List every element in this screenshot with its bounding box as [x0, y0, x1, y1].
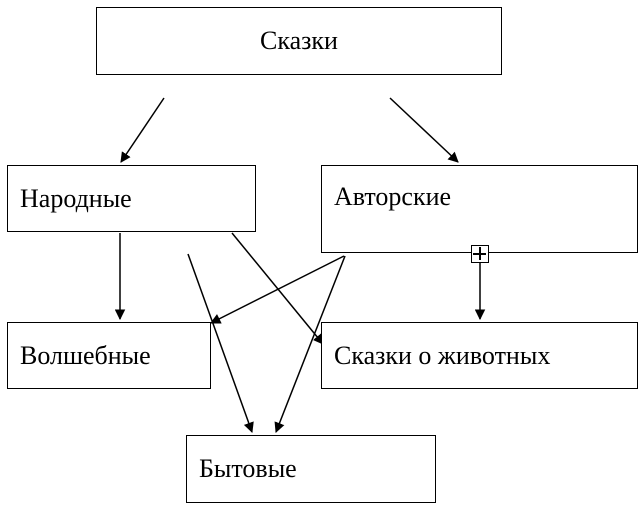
arrow-author-to-magic: [210, 255, 345, 324]
node-animal-label: Сказки о животных: [334, 340, 551, 370]
arrow-folk-to-animal: [231, 232, 324, 345]
node-folk[interactable]: Народные: [7, 165, 256, 232]
arrow-root-to-folk: [120, 97, 165, 163]
arrow-root-to-author: [389, 97, 459, 163]
connector-move-handle-icon[interactable]: [471, 245, 489, 263]
node-root[interactable]: Сказки: [96, 7, 502, 75]
node-animal[interactable]: Сказки о животных: [321, 322, 638, 389]
node-author-label: Авторские: [334, 182, 452, 211]
node-magic[interactable]: Волшебные: [7, 322, 211, 389]
node-magic-label: Волшебные: [20, 340, 151, 370]
node-household[interactable]: Бытовые: [186, 435, 436, 503]
node-folk-label: Народные: [20, 183, 132, 213]
node-root-label: Сказки: [260, 26, 338, 55]
node-author[interactable]: Авторские: [321, 165, 638, 253]
node-household-label: Бытовые: [199, 454, 297, 483]
